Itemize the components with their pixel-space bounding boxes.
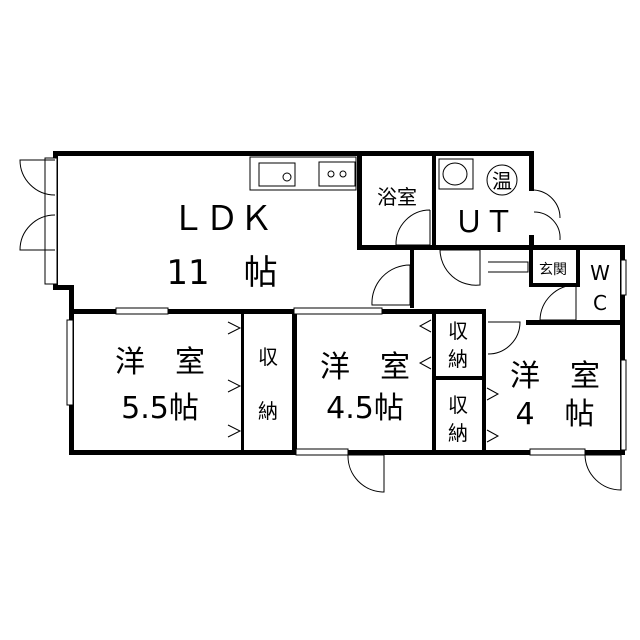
windows xyxy=(44,157,627,456)
ldk-label: ＬＤＫ xyxy=(171,199,273,239)
ldk-size: 11 帖 xyxy=(166,253,277,293)
storage-2-label-top: 収 xyxy=(448,319,468,343)
doors xyxy=(19,159,622,493)
western-room-2-label: 洋 室 xyxy=(320,350,410,385)
washbasin-icon xyxy=(438,158,474,190)
stove-icon xyxy=(318,161,356,187)
storage-1-label-bottom: 納 xyxy=(258,399,278,423)
western-room-3-label: 洋 室 xyxy=(510,359,600,394)
water-heater-icon xyxy=(486,164,518,196)
storage-2-label-bottom: 納 xyxy=(448,347,468,371)
entrance-label: 玄関 xyxy=(539,261,567,278)
western-room-1-size: 5.5帖 xyxy=(121,391,199,426)
toilet-label-w: W xyxy=(590,261,610,285)
western-room-3-size: 4 帖 xyxy=(515,397,594,432)
toilet-label-c: C xyxy=(593,291,607,315)
storage-1-label-top: 収 xyxy=(258,345,278,369)
western-room-2-size: 4.5帖 xyxy=(326,391,404,426)
storage-3-label-top: 収 xyxy=(448,393,468,417)
kitchen-counter xyxy=(249,156,357,191)
bath-label: 浴室 xyxy=(377,185,417,209)
utility-label: ＵＴ xyxy=(454,205,514,240)
western-room-1-label: 洋 室 xyxy=(115,345,205,380)
water-heater-label: 温 xyxy=(492,169,512,193)
sink-icon xyxy=(258,162,296,187)
storage-3-label-bottom: 納 xyxy=(448,421,468,445)
